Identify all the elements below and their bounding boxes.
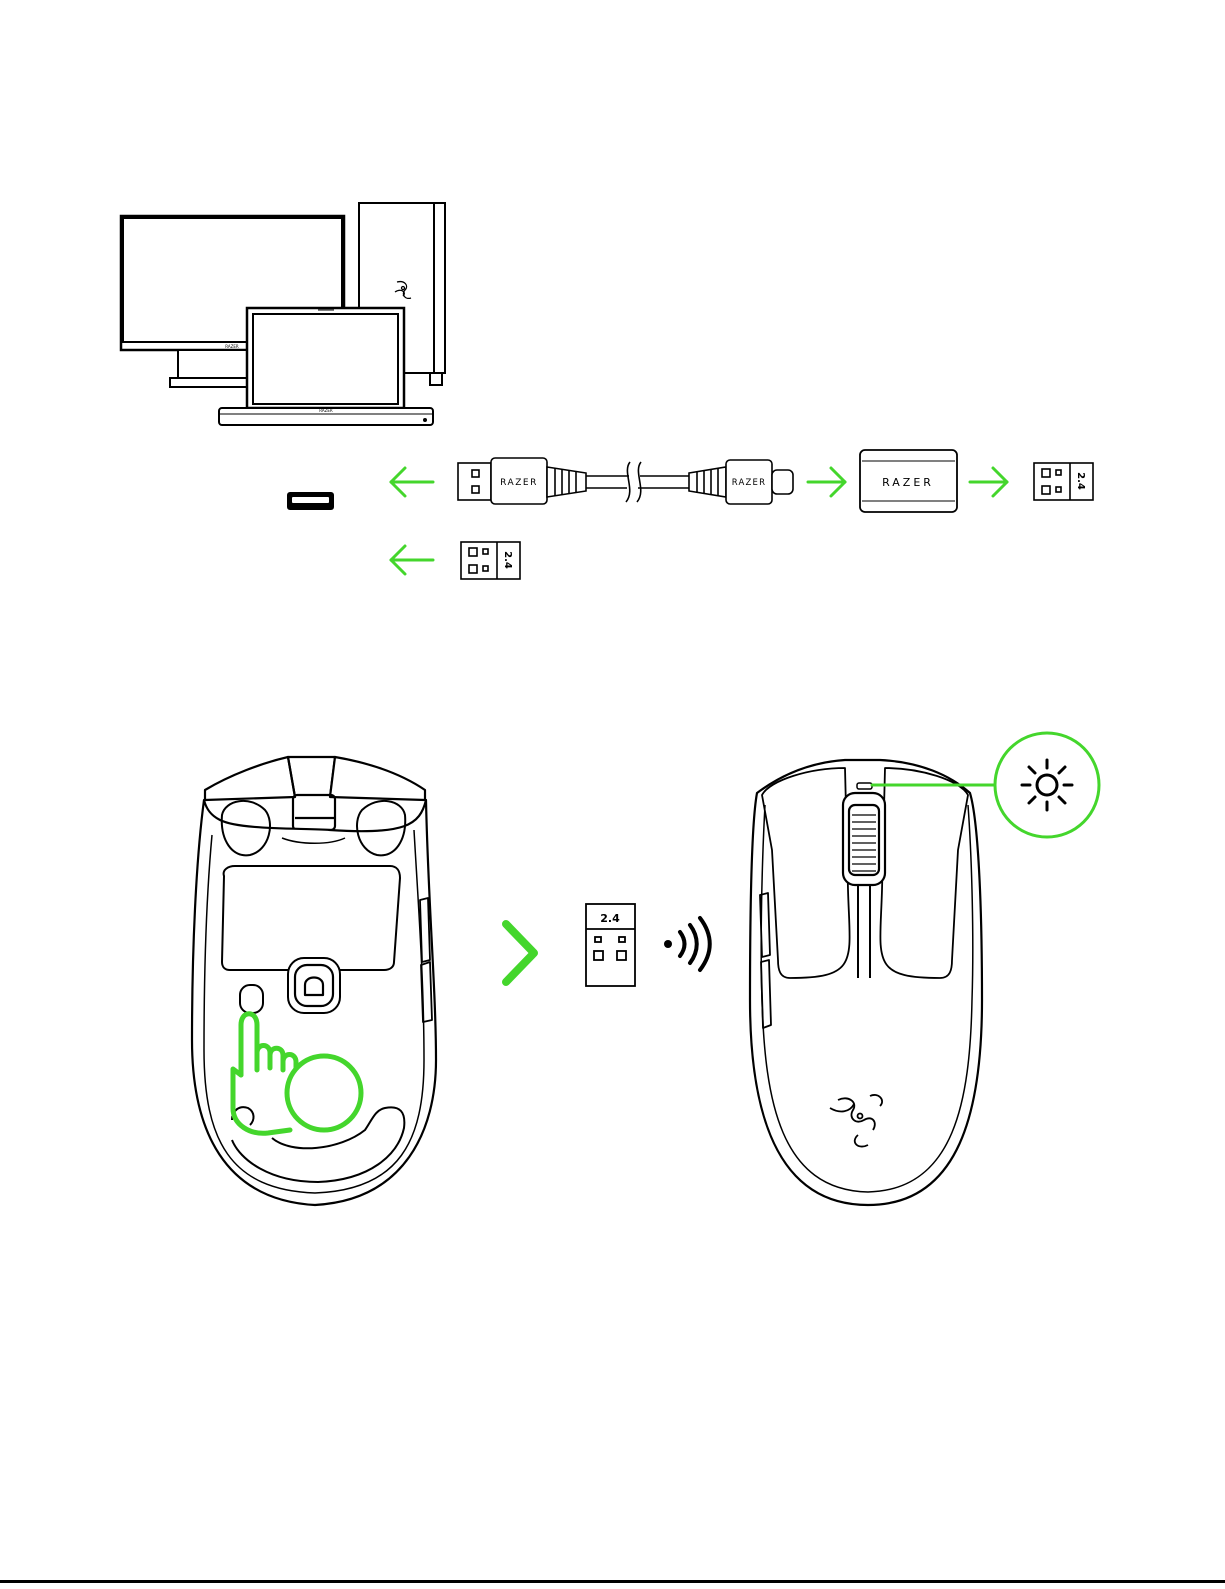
wireless-receiver-icon: 2.4 <box>461 542 520 579</box>
adapter-icon: RAZER <box>860 450 957 512</box>
laptop-icon: RAZER <box>219 308 433 425</box>
arrow-left-icon <box>391 468 433 496</box>
laptop-brand-label: RAZER <box>319 408 333 413</box>
monitor-brand-label: RAZER <box>225 344 239 349</box>
cable-usb-c-brand-label: RAZER <box>732 478 766 488</box>
wireless-receiver-icon: 2.4 <box>1034 463 1093 500</box>
arrow-right-icon <box>808 468 845 496</box>
mouse-bottom-view-icon <box>192 757 436 1205</box>
usb-port-icon <box>287 492 334 510</box>
wireless-signal-icon <box>664 918 710 970</box>
arrow-left-icon <box>391 546 433 574</box>
usb-cable-icon: RAZER RAZER <box>458 458 793 504</box>
mouse-top-view-icon <box>750 760 982 1205</box>
cable-usb-a-brand-label: RAZER <box>500 478 538 488</box>
receiver-label: 2.4 <box>1075 472 1086 490</box>
wireless-receiver-icon: 2.4 <box>586 904 635 986</box>
adapter-brand-label: RAZER <box>882 476 934 489</box>
computer-setup-icon: RAZER RAZER <box>121 203 445 425</box>
page-bottom-rule <box>0 1580 1225 1583</box>
chevron-right-icon <box>506 924 534 982</box>
receiver-label: 2.4 <box>502 551 513 569</box>
receiver-label: 2.4 <box>600 912 620 925</box>
arrow-right-icon <box>970 468 1007 496</box>
